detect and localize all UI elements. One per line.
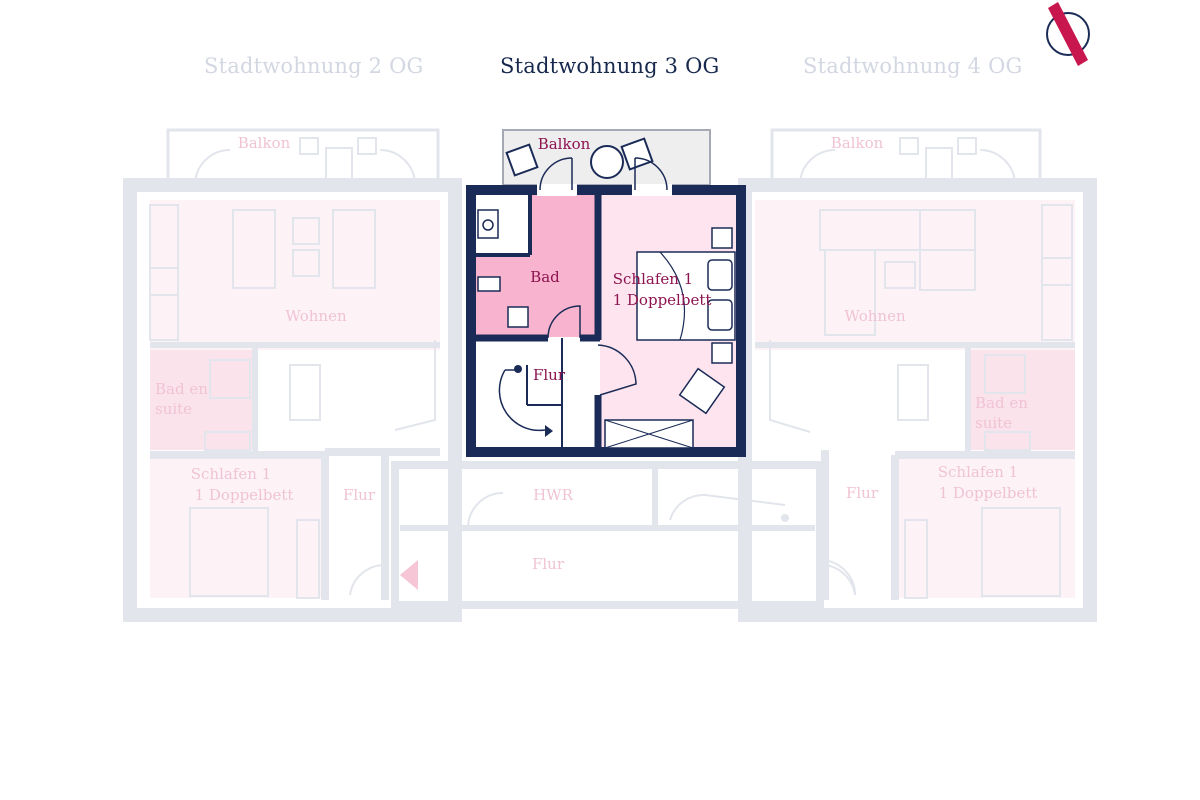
north-arrow-icon	[1046, 2, 1090, 66]
washbasin	[507, 306, 529, 328]
label-left-wohnen: Wohnen	[285, 307, 347, 325]
label-right-schlafen-1: Schlafen 1	[938, 463, 1018, 481]
apartment-right-faded	[738, 128, 1097, 622]
armchair	[678, 367, 726, 415]
label-flur: Flur	[533, 366, 566, 384]
label-common-flur: Flur	[532, 555, 565, 573]
toilet	[477, 276, 501, 292]
label-right-bad-1: Bad en	[975, 394, 1028, 412]
shower	[477, 209, 499, 239]
label-right-schlafen-2: 1 Doppelbett	[939, 484, 1038, 502]
label-schlafen-1: Schlafen 1	[613, 270, 693, 288]
label-left-bad-1: Bad en	[155, 380, 208, 398]
label-left-balkon: Balkon	[238, 134, 291, 152]
tab-stadtwohnung-4-og[interactable]: Stadtwohnung 4 OG	[803, 54, 1023, 78]
entrance-arrow-icon	[400, 560, 418, 590]
label-left-schlafen-1: Schlafen 1	[191, 465, 271, 483]
balcony-chair	[505, 143, 539, 177]
apartment-active	[466, 129, 746, 457]
label-left-flur: Flur	[343, 486, 376, 504]
label-right-wohnen: Wohnen	[844, 307, 906, 325]
nightstand	[711, 227, 733, 249]
label-balkon: Balkon	[538, 135, 591, 153]
label-schlafen-2: 1 Doppelbett	[613, 291, 712, 309]
room-labels: Balkon Wohnen Bad en suite Schlafen 1 1 …	[155, 134, 1037, 573]
balcony-chair	[620, 137, 654, 171]
nightstand	[711, 342, 733, 364]
label-right-flur: Flur	[846, 484, 879, 502]
label-right-bad-2: suite	[975, 414, 1012, 432]
apartment-left-faded	[123, 128, 462, 622]
tab-stadtwohnung-3-og[interactable]: Stadtwohnung 3 OG	[500, 54, 720, 78]
common-area-faded	[391, 461, 856, 609]
balcony-table	[590, 145, 624, 179]
label-bad: Bad	[530, 268, 560, 286]
label-left-bad-2: suite	[155, 400, 192, 418]
label-right-balkon: Balkon	[831, 134, 884, 152]
outer-walls	[466, 185, 746, 457]
label-hwr: HWR	[533, 486, 573, 504]
label-left-schlafen-2: 1 Doppelbett	[195, 486, 294, 504]
tab-stadtwohnung-2-og[interactable]: Stadtwohnung 2 OG	[204, 54, 424, 78]
hall-floor	[475, 340, 597, 448]
